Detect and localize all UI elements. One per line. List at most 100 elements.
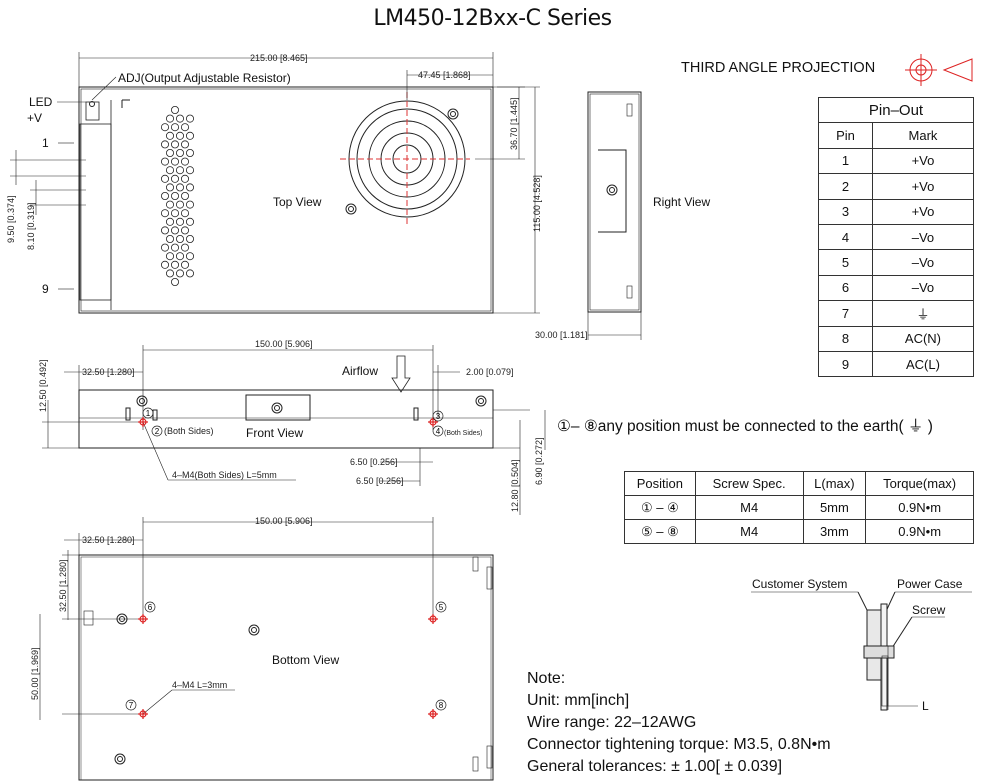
- spec-cell-torque: 0.9N•m: [865, 495, 974, 520]
- right-view-label: Right View: [653, 195, 710, 209]
- mount-detail-diagram: [751, 591, 972, 711]
- bottom-dim-span: 150.00 [5.906]: [255, 516, 313, 526]
- svg-text:3: 3: [436, 412, 441, 421]
- front-dim-h: 12.50 [0.492]: [38, 359, 48, 412]
- note-block: Note: Unit: mm[inch] Wire range: 22–12AW…: [527, 668, 967, 778]
- front-screw-note: 4–M4(Both Sides) L=5mm: [172, 470, 277, 480]
- pin-number: 7: [818, 300, 873, 327]
- spec-cell-l: 3mm: [802, 519, 867, 544]
- marker-6: 6: [144, 601, 156, 613]
- front-dim-c: 12.80 [0.504]: [510, 459, 520, 512]
- dim-height: 115.00 [4.528]: [532, 175, 542, 232]
- vent-holes: (function(){ var g=document.currentScrip…: [160, 106, 194, 286]
- note-unit: Unit: mm[inch]: [527, 692, 630, 709]
- pin-col-header: Pin: [818, 122, 873, 149]
- spec-cell-spec: M4: [694, 519, 804, 544]
- dim-fan-x: 47.45 [1.868]: [418, 70, 471, 80]
- both-sides-right: (Both Sides): [444, 430, 483, 437]
- dim-width: 30.00 [1.181]: [535, 330, 588, 340]
- svg-text:2: 2: [155, 427, 160, 436]
- bottom-dim-left: 32.50 [1.280]: [82, 535, 135, 545]
- earth-note: ①– ⑧any position must be connected to th…: [557, 418, 933, 435]
- pin-row: 2+Vo: [818, 173, 975, 200]
- marker-2: 2: [151, 425, 163, 437]
- front-view-label: Front View: [246, 426, 303, 440]
- marker-7: 7: [125, 699, 137, 711]
- front-dim-left: 32.50 [1.280]: [82, 367, 135, 377]
- pin-number: 9: [818, 350, 873, 378]
- top-view-label: Top View: [273, 195, 322, 209]
- front-dim-b: 6.50 [0.256]: [356, 476, 404, 486]
- bottom-view-label: Bottom View: [272, 653, 339, 667]
- top-view-body: [10, 52, 540, 314]
- both-sides-left: (Both Sides): [164, 426, 214, 436]
- dim-pitch-1: 9.50 [0.374]: [6, 195, 16, 243]
- spec-cell-position: ⑤ – ⑧: [624, 519, 696, 544]
- page-title: LM450-12Bxx-C Series: [373, 6, 612, 31]
- front-screw-marks: [138, 417, 438, 427]
- svg-text:8: 8: [439, 701, 444, 710]
- pin-number: 3: [818, 198, 873, 225]
- spec-col-header: Position: [624, 471, 696, 496]
- circled-markers: 1 2 3 4 5 6 7 8: [125, 407, 447, 711]
- pin-row: 5–Vo: [818, 249, 975, 276]
- spec-col-header: Screw Spec.: [694, 471, 804, 496]
- mark-col-header: Mark: [871, 122, 975, 149]
- dim-length: 215.00 [8.465]: [250, 53, 308, 63]
- pin-first-label: 1: [42, 136, 49, 150]
- spec-cell-l: 5mm: [802, 495, 867, 520]
- front-dim-d: 6.90 [0.272]: [534, 437, 544, 485]
- pin-number: 2: [818, 173, 873, 200]
- right-view-body: [587, 91, 642, 340]
- bottom-dim-mid: 50.00 [1.969]: [30, 647, 40, 700]
- svg-text:6: 6: [148, 603, 153, 612]
- pin-number: 4: [818, 223, 873, 251]
- note-wire: Wire range: 22–12AWG: [527, 714, 697, 731]
- pin-row: 3+Vo: [818, 198, 975, 225]
- spec-cell-spec: M4: [694, 495, 804, 520]
- pin-mark: +Vo: [871, 147, 975, 175]
- pin-number: 5: [818, 249, 873, 276]
- pin-row: 4–Vo: [818, 223, 975, 251]
- pin-mark: –Vo: [871, 274, 975, 302]
- pin-number: 6: [818, 274, 873, 302]
- front-dim-a: 6.50 [0.256]: [350, 457, 398, 467]
- spec-cell-torque: 0.9N•m: [865, 519, 974, 544]
- pin-mark: +Vo: [871, 173, 975, 200]
- dim-pitch-2: 8.10 [0.319]: [26, 202, 36, 250]
- pin-row: 7⏚: [818, 300, 975, 327]
- svg-text:5: 5: [439, 603, 444, 612]
- third-angle-projection-icon: [905, 54, 973, 86]
- pin-out-title: Pin–Out: [818, 96, 974, 124]
- bottom-screw-note: 4–M4 L=3mm: [172, 680, 227, 690]
- customer-system-label: Customer System: [752, 577, 847, 591]
- marker-5: 5: [435, 601, 447, 613]
- front-dim-span: 150.00 [5.906]: [255, 339, 313, 349]
- spec-cell-position: ① – ④: [624, 495, 696, 520]
- note-heading: Note:: [527, 670, 566, 687]
- svg-text:7: 7: [129, 701, 134, 710]
- led-label: LED: [29, 95, 53, 109]
- pin-mark: –Vo: [871, 249, 975, 276]
- marker-8: 8: [435, 699, 447, 711]
- pin-mark: +Vo: [871, 198, 975, 225]
- marker-3: 3: [432, 410, 444, 422]
- spec-col-header: Torque(max): [865, 471, 974, 496]
- v-label: +V: [27, 111, 42, 125]
- note-tolerance: General tolerances: ± 1.00[ ± 0.039]: [527, 758, 783, 775]
- spec-col-header: L(max): [802, 471, 867, 496]
- pin-row: 1+Vo: [818, 147, 975, 175]
- bottom-dim-top: 32.50 [1.280]: [58, 559, 68, 612]
- marker-4: 4: [432, 425, 444, 437]
- power-case-label: Power Case: [897, 577, 963, 591]
- pin-mark: AC(L): [871, 350, 975, 378]
- pin-mark: ⏚: [871, 300, 975, 327]
- screw-label: Screw: [912, 603, 946, 617]
